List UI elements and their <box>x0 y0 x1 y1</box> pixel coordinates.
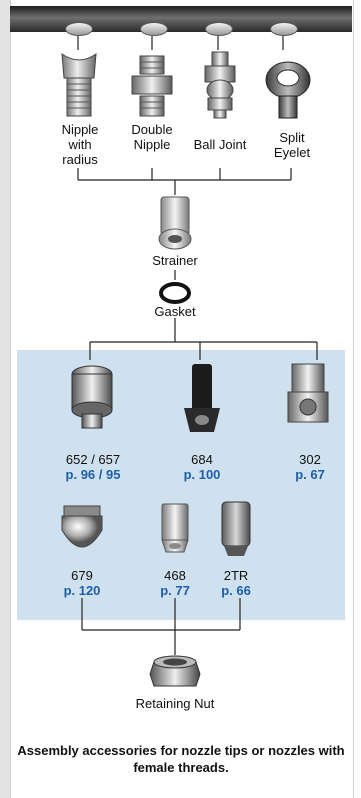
page-edge <box>0 0 10 798</box>
tip-684-model: 684 <box>191 452 213 467</box>
nipple-with-radius-image <box>61 52 97 117</box>
tip-2tr-page[interactable]: p. 66 <box>221 583 251 598</box>
figure-caption: Assembly accessories for nozzle tips or … <box>17 743 345 775</box>
strainer-label: Strainer <box>152 253 198 268</box>
tip-652-657-page[interactable]: p. 96 / 95 <box>65 467 121 482</box>
pipe-port-1 <box>65 22 93 36</box>
retaining-nut-image <box>149 655 201 687</box>
tip-468-page[interactable]: p. 77 <box>160 583 190 598</box>
double-nipple-image <box>131 55 173 117</box>
double-nipple-label: Double Nipple <box>131 122 173 152</box>
tip-684-page[interactable]: p. 100 <box>183 467 221 482</box>
split-eyelet-image <box>265 61 311 119</box>
tip-652-657-model: 652 / 657 <box>65 452 121 467</box>
tip-652-657-image <box>71 365 113 429</box>
tip-679-page[interactable]: p. 120 <box>63 583 101 598</box>
ball-joint-image <box>204 51 236 119</box>
retaining-nut-label: Retaining Nut <box>135 696 215 711</box>
tip-468-model: 468 <box>164 568 186 583</box>
gasket-image <box>159 282 191 304</box>
tip-2tr-image <box>221 501 251 556</box>
tip-302-image <box>287 363 329 423</box>
pipe-port-4 <box>270 22 298 36</box>
tip-302-page[interactable]: p. 67 <box>295 467 325 482</box>
pipe-port-3 <box>205 22 233 36</box>
tip-2tr-model: 2TR <box>223 568 249 583</box>
tip-679-image <box>61 505 103 548</box>
gasket-label: Gasket <box>154 304 196 319</box>
tip-679-model: 679 <box>71 568 93 583</box>
nipple-with-radius-label: Nipple with radius <box>61 122 99 167</box>
tip-684-image <box>184 364 220 432</box>
split-eyelet-label: Split Eyelet <box>273 130 311 160</box>
pipe-port-2 <box>140 22 168 36</box>
tip-302-model: 302 <box>299 452 321 467</box>
tip-468-image <box>161 503 189 553</box>
strainer-image <box>158 196 192 250</box>
ball-joint-label: Ball Joint <box>193 137 247 152</box>
